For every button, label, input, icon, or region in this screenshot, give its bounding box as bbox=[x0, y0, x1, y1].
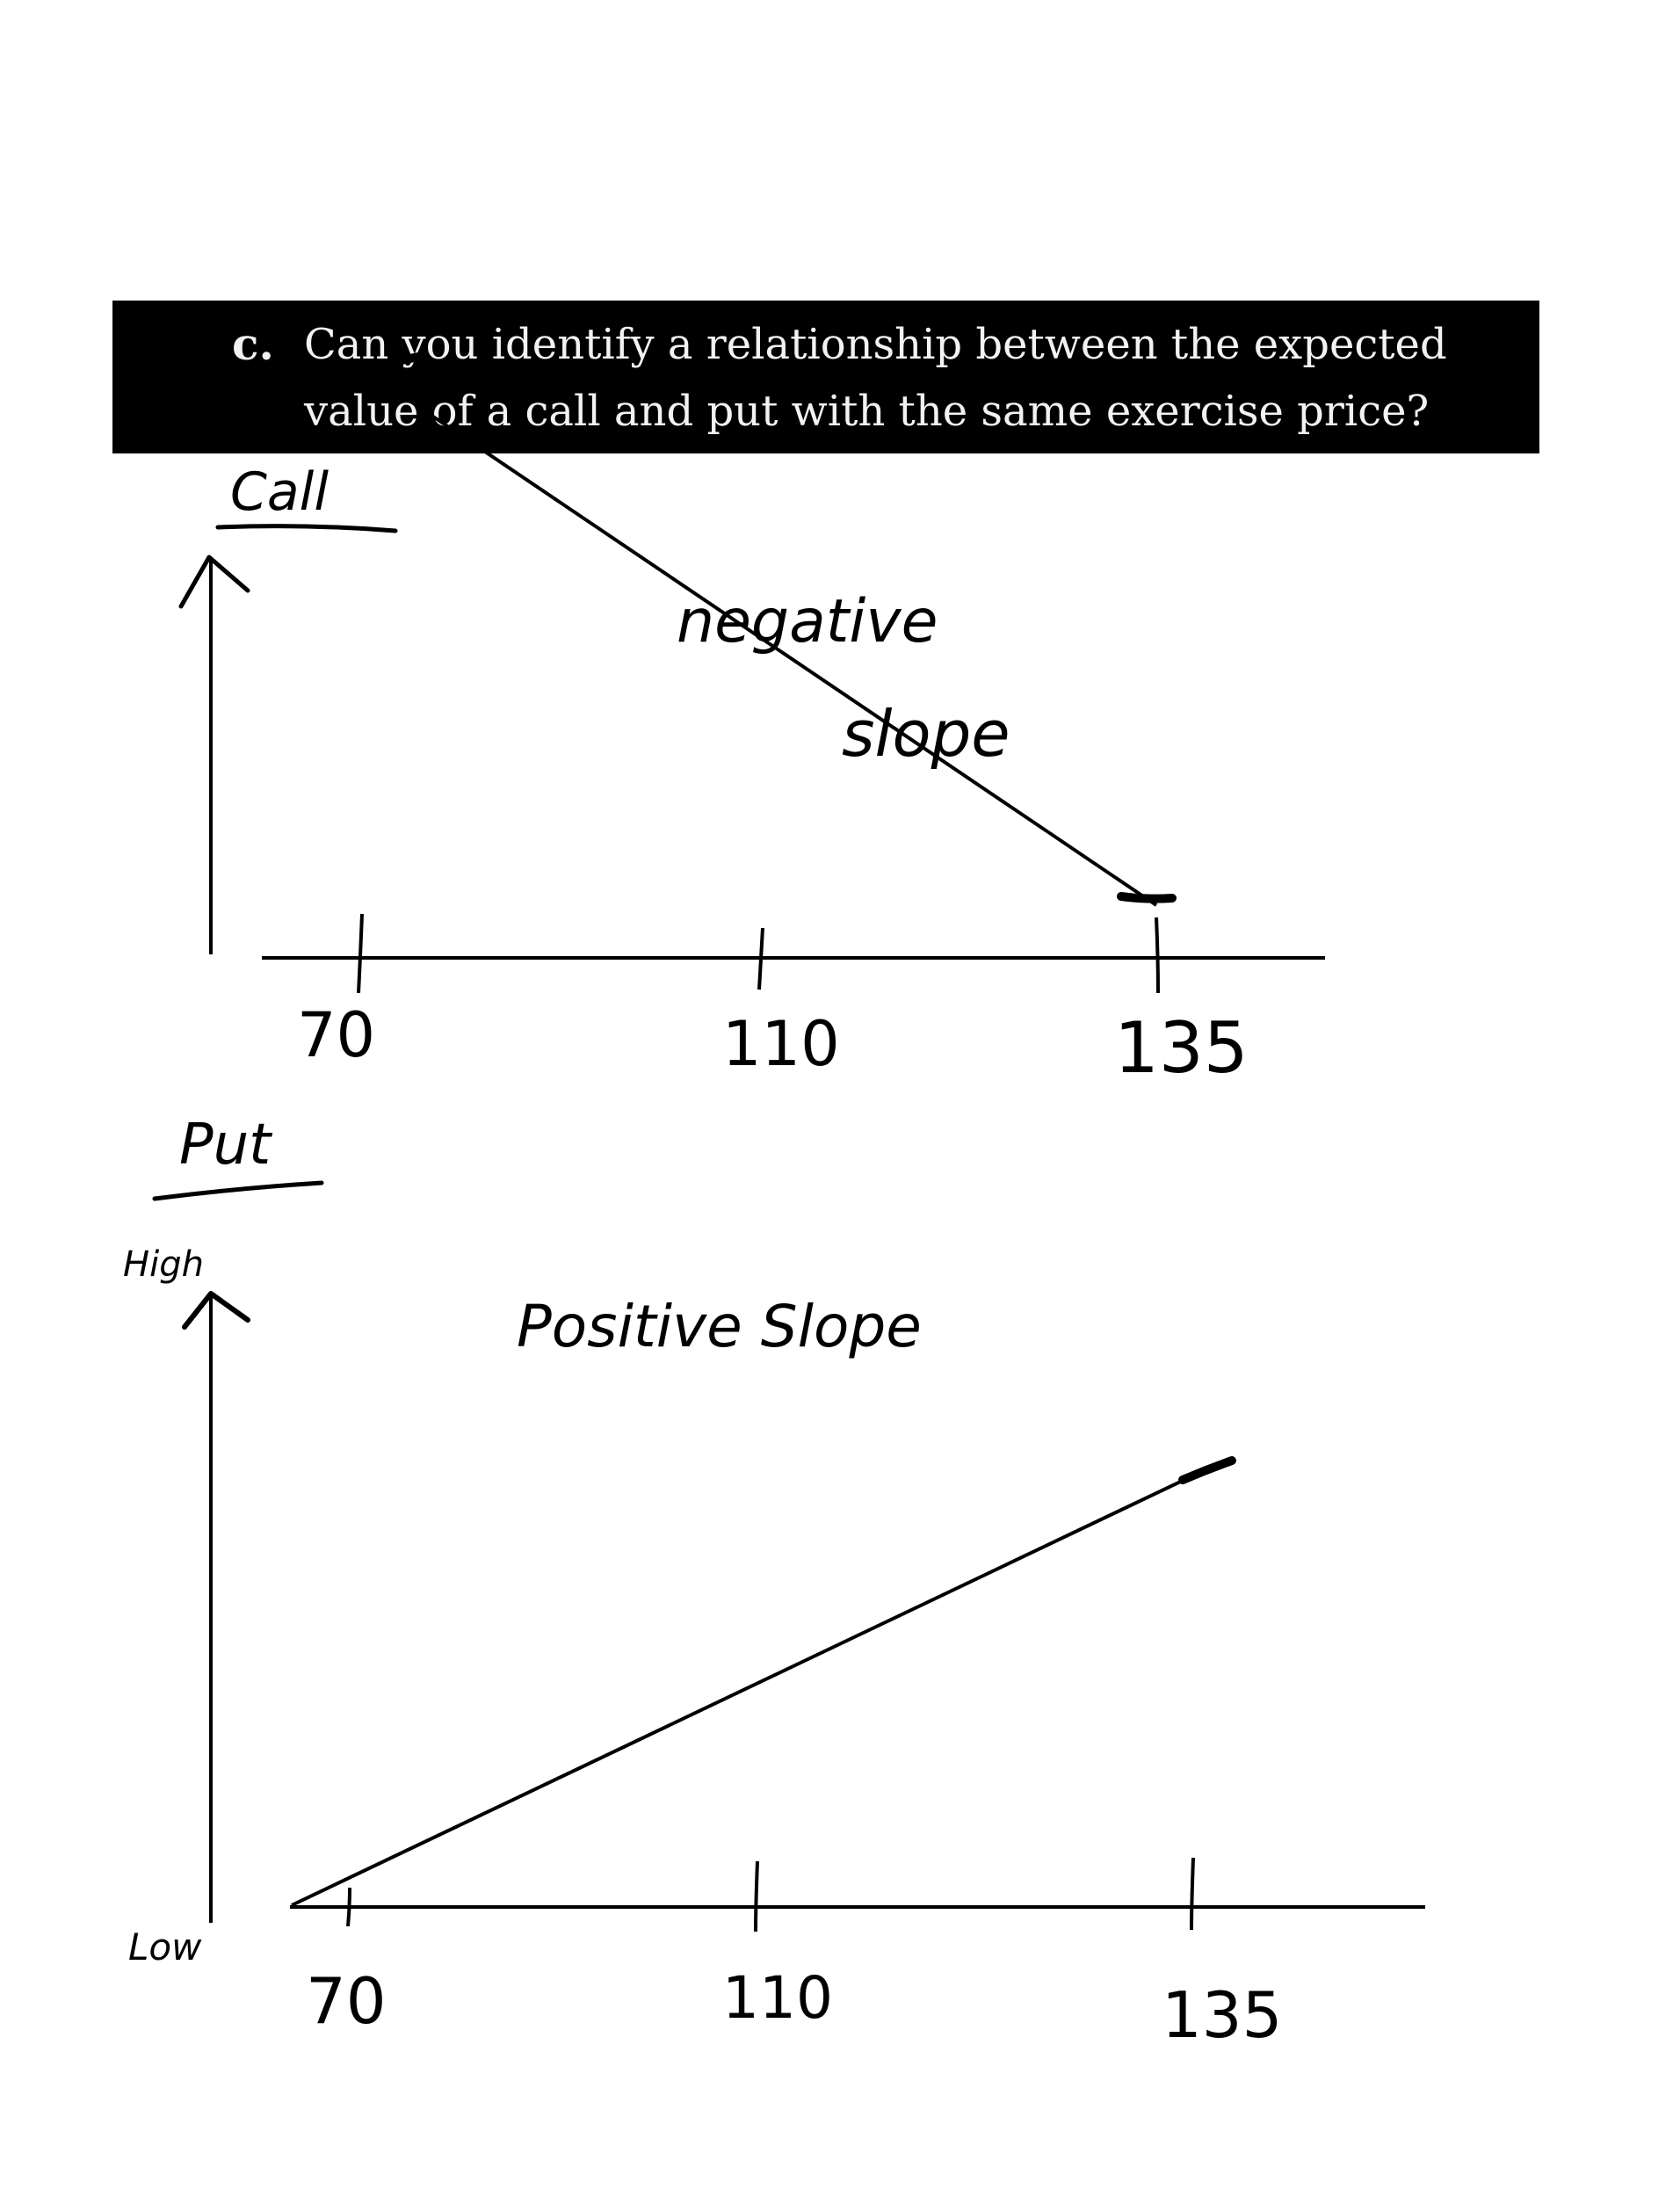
put-end-point-marker bbox=[1178, 1456, 1236, 1484]
call-tick-mark-70 bbox=[357, 913, 364, 994]
call-tick-label-110: 110 bbox=[722, 1008, 840, 1080]
call-annotation-negative: negative bbox=[677, 587, 938, 656]
call-tick-label-70: 70 bbox=[297, 999, 375, 1071]
put-title-underline bbox=[152, 1180, 324, 1201]
call-start-point-marker bbox=[345, 352, 423, 373]
question-text-line-1: Can you identify a relationship between … bbox=[304, 320, 1447, 369]
put-positive-slope-line bbox=[291, 1457, 1229, 1907]
put-annotation-positive-slope: Positive Slope bbox=[517, 1293, 922, 1360]
question-letter: c. bbox=[232, 318, 274, 370]
call-annotation-slope: slope bbox=[842, 697, 1010, 771]
put-tick-label-70: 70 bbox=[306, 1964, 387, 2038]
put-tick-mark-70 bbox=[346, 1887, 351, 1927]
put-tick-label-135: 135 bbox=[1162, 1978, 1282, 2052]
call-graph: Call 70 110 135 negative slope bbox=[178, 352, 1325, 1089]
call-title-underline bbox=[215, 524, 398, 533]
call-graph-title: Call bbox=[230, 461, 329, 523]
call-negative-slope-line bbox=[358, 366, 1158, 907]
put-y-label-low: Low bbox=[128, 1925, 202, 1969]
call-y-axis-arrow-icon bbox=[178, 555, 250, 609]
put-tick-mark-110 bbox=[754, 1860, 759, 1932]
put-y-axis-arrow-icon bbox=[182, 1291, 250, 1330]
call-tick-mark-110 bbox=[757, 927, 764, 990]
question-text-line-2: value of a call and put with the same ex… bbox=[304, 387, 1430, 436]
call-end-point-marker bbox=[1117, 892, 1177, 903]
put-graph-title: Put bbox=[179, 1113, 273, 1178]
put-tick-mark-135 bbox=[1190, 1857, 1195, 1931]
put-y-label-high: High bbox=[123, 1244, 204, 1285]
call-tick-label-135: 135 bbox=[1114, 1007, 1249, 1089]
question-banner: c. Can you identify a relationship betwe… bbox=[112, 301, 1539, 453]
put-graph: Put High Low 70 110 135 Positive Slope bbox=[123, 1113, 1425, 2052]
call-tick-mark-135 bbox=[1155, 917, 1160, 994]
put-tick-label-110: 110 bbox=[722, 1964, 833, 2032]
